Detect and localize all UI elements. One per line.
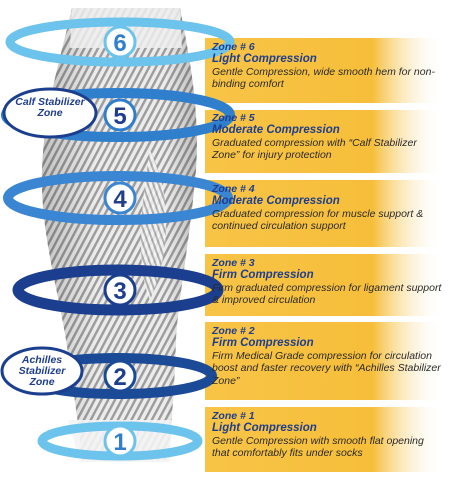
zone-1-title: Zone # 1 xyxy=(212,410,255,422)
ring-6 xyxy=(5,17,235,67)
zone-5-level: Moderate Compression xyxy=(212,124,340,137)
zone-5-panel xyxy=(205,110,444,173)
zone-4-text: Zone # 4 Moderate Compression Graduated … xyxy=(212,183,444,233)
zone-badges: 6 5 4 3 2 1 xyxy=(103,25,137,458)
zone-5-description: Graduated compression with “Calf Stabili… xyxy=(212,136,417,162)
zone-6-description: Gentle Compression, wide smooth hem for … xyxy=(212,65,435,91)
badge-6-number: 6 xyxy=(113,30,126,57)
zone-2-text: Zone # 2 Firm Compression Firm Medical G… xyxy=(212,325,444,387)
ring-4 xyxy=(3,171,233,225)
zone-2-panel xyxy=(205,322,444,400)
badge-5 xyxy=(103,98,137,132)
badge-4 xyxy=(103,181,137,215)
zone-panels xyxy=(205,38,444,472)
zone-6-panel xyxy=(205,38,444,103)
calf-stabilizer-oval xyxy=(2,87,98,139)
zone-1-description: Gentle Compression with smooth flat open… xyxy=(212,434,424,460)
zone-4-panel xyxy=(205,180,444,247)
zone-1-panel xyxy=(205,407,444,472)
badge-3-number: 3 xyxy=(113,278,126,305)
zone-4-title: Zone # 4 xyxy=(212,183,255,195)
zone-3-level: Firm Compression xyxy=(212,269,314,282)
badge-4-number: 4 xyxy=(113,186,127,213)
badge-2 xyxy=(103,359,137,393)
zone-1-text: Zone # 1 Light Compression Gentle Compre… xyxy=(212,410,444,460)
achilles-stabilizer-oval xyxy=(0,346,84,396)
zone-2-title: Zone # 2 xyxy=(212,325,255,337)
badge-5-number: 5 xyxy=(113,103,126,130)
zone-6-level: Light Compression xyxy=(212,53,317,66)
zone-6-title: Zone # 6 xyxy=(212,41,255,53)
zone-5-text: Zone # 5 Moderate Compression Graduated … xyxy=(212,112,444,162)
badge-3 xyxy=(103,273,137,307)
achilles-stabilizer-label: Achilles Stabilizer Zone xyxy=(18,354,66,388)
zone-3-description: Firm graduated compression for ligament … xyxy=(212,281,442,307)
badge-1 xyxy=(103,424,137,458)
calf-stabilizer-label: Calf Stabilizer Zone xyxy=(15,96,85,119)
zone-6-text: Zone # 6 Light Compression Gentle Compre… xyxy=(212,41,444,91)
badge-6 xyxy=(103,25,137,59)
zone-3-title: Zone # 3 xyxy=(212,257,255,269)
badge-2-number: 2 xyxy=(113,364,126,391)
zone-4-level: Moderate Compression xyxy=(212,195,340,208)
zone-2-level: Firm Compression xyxy=(212,337,314,350)
zone-2-description: Firm Medical Grade compression for circu… xyxy=(212,349,441,387)
badge-1-number: 1 xyxy=(113,429,126,456)
zone-5-title: Zone # 5 xyxy=(212,112,255,124)
zone-3-panel xyxy=(205,254,444,316)
zone-3-text: Zone # 3 Firm Compression Firm graduated… xyxy=(212,257,444,307)
zone-1-level: Light Compression xyxy=(212,422,317,435)
ring-3 xyxy=(12,264,224,316)
zone-4-description: Graduated compression for muscle support… xyxy=(212,207,424,233)
